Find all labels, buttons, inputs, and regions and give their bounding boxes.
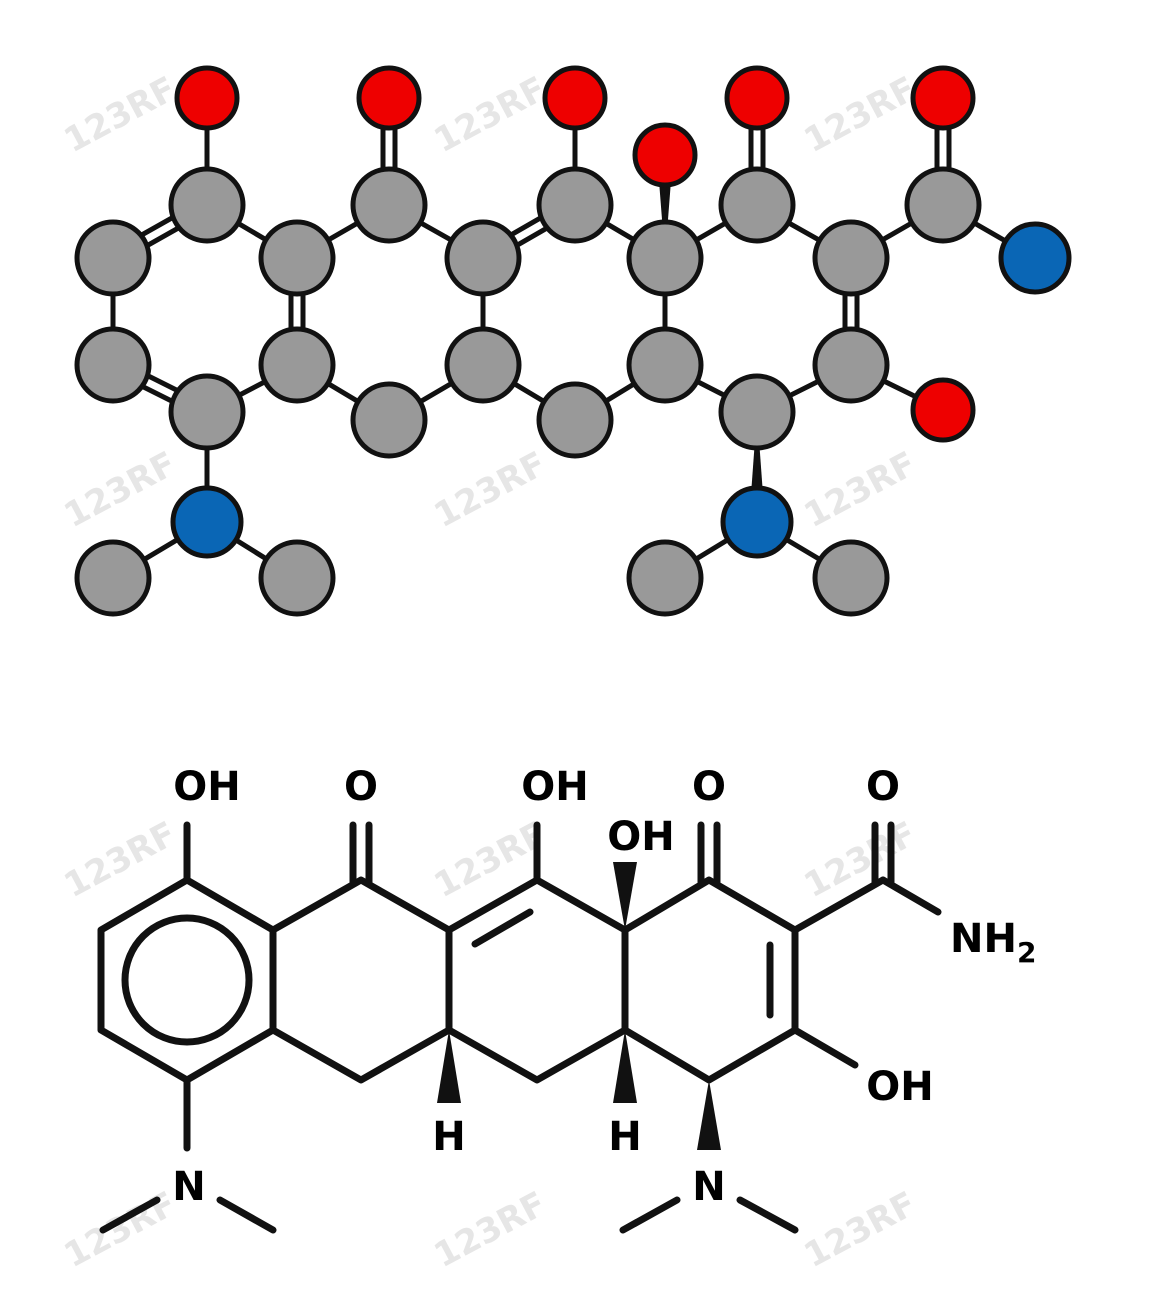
carbon-atom — [168, 166, 246, 244]
carbon-atom — [718, 373, 796, 451]
label-n: N — [692, 1164, 725, 1210]
carbon-atom — [350, 166, 428, 244]
oxygen-atom — [632, 122, 698, 188]
label-h: H — [432, 1114, 465, 1160]
carbon-atom — [904, 166, 982, 244]
carbon-atom — [812, 326, 890, 404]
carbon-atom — [74, 539, 152, 617]
ball-stick-atoms — [74, 65, 1072, 617]
oxygen-atom — [910, 377, 976, 443]
ring-d-bonds — [621, 876, 799, 1084]
carbon-atom — [444, 326, 522, 404]
label-o: O — [344, 764, 378, 810]
carbon-atom — [536, 166, 614, 244]
oxygen-atom — [724, 65, 790, 131]
label-oh: OH — [173, 764, 240, 810]
aromatic-ring-circle — [121, 914, 253, 1046]
oxygen-atom — [910, 65, 976, 131]
label-oh: OH — [607, 814, 674, 860]
carbon-atom — [258, 219, 336, 297]
nitrogen-atom — [998, 221, 1072, 295]
label-oh: OH — [521, 764, 588, 810]
ring-b-bonds — [269, 876, 453, 1084]
bond-methyl-2 — [216, 1196, 277, 1234]
wedge-bond-h-2 — [613, 1030, 637, 1103]
bond-methyl-4 — [736, 1196, 799, 1234]
nitrogen-atom — [720, 485, 794, 559]
carbon-atom — [258, 326, 336, 404]
wedge-bond-h-1 — [437, 1030, 461, 1103]
label-o: O — [866, 764, 900, 810]
carbon-atom — [74, 219, 152, 297]
label-o: O — [692, 764, 726, 810]
carbon-atom — [626, 219, 704, 297]
bond-nh2 — [879, 876, 942, 916]
label-h: H — [608, 1114, 641, 1160]
ring-c-bonds — [445, 876, 629, 1084]
bond-methyl-3 — [619, 1196, 681, 1234]
carbon-atom — [626, 326, 704, 404]
oxygen-atom — [542, 65, 608, 131]
carbon-atom — [74, 326, 152, 404]
carbon-atom — [812, 219, 890, 297]
carbon-atom — [350, 381, 428, 459]
wedge-bond-oh — [613, 862, 637, 930]
carbon-atom — [168, 373, 246, 451]
bond-oh-4 — [791, 1026, 859, 1069]
carbon-atom — [444, 219, 522, 297]
carbon-atom — [718, 166, 796, 244]
label-nh2: NH2 — [950, 916, 1036, 969]
bond-c-amide — [791, 876, 887, 934]
skeletal-labels: OH O OH OH O O NH2 OH H H N N — [172, 764, 1036, 1210]
oxygen-atom — [174, 65, 240, 131]
wedge-bond-n — [697, 1080, 721, 1150]
nitrogen-atom — [170, 485, 244, 559]
carbon-atom — [812, 539, 890, 617]
skeletal-formula — [97, 821, 942, 1234]
bond-methyl-1 — [99, 1196, 161, 1234]
carbon-atom — [536, 381, 614, 459]
label-oh: OH — [866, 1064, 933, 1110]
carbon-atom — [626, 539, 704, 617]
oxygen-atom — [356, 65, 422, 131]
ball-and-stick-model — [74, 65, 1072, 617]
carbon-atom — [258, 539, 336, 617]
double-bond-inner — [471, 908, 534, 948]
label-n: N — [172, 1164, 205, 1210]
